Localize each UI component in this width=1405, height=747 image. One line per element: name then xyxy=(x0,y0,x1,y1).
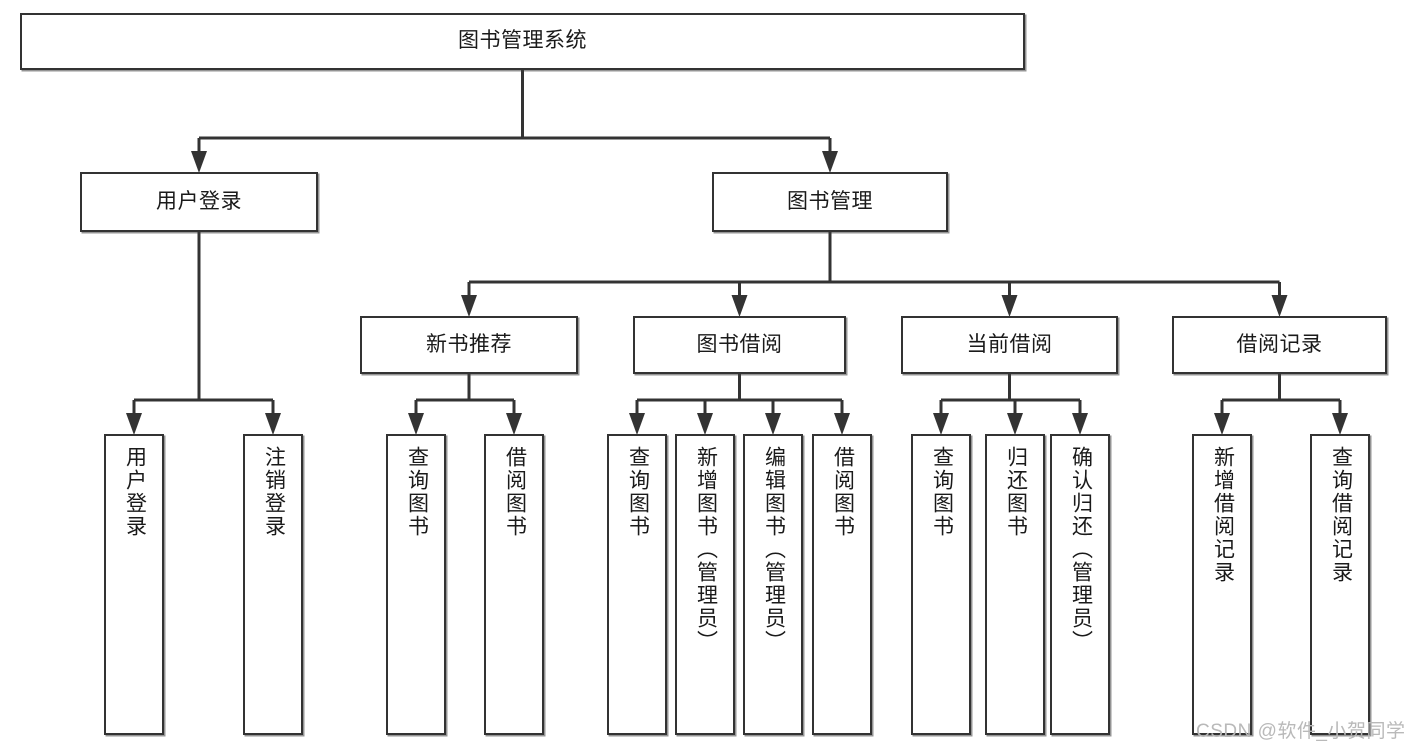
node-label: 借阅图书 xyxy=(503,446,527,538)
node-leaf-logout[interactable]: 注销登录 xyxy=(243,434,303,735)
node-new-book-rec[interactable]: 新书推荐 xyxy=(360,316,578,374)
node-label: 确认归还（管理员） xyxy=(1069,446,1093,653)
node-label: 查询图书 xyxy=(405,446,429,538)
node-label: 注销登录 xyxy=(262,446,286,538)
node-label: 借阅图书 xyxy=(831,446,855,538)
node-leaf-query-book-1[interactable]: 查询图书 xyxy=(386,434,446,735)
node-label: 新增借阅记录 xyxy=(1211,446,1235,584)
node-label: 图书管理系统 xyxy=(458,29,587,53)
node-leaf-confirm-return[interactable]: 确认归还（管理员） xyxy=(1050,434,1110,735)
node-borrow-record[interactable]: 借阅记录 xyxy=(1172,316,1387,374)
node-root[interactable]: 图书管理系统 xyxy=(20,13,1025,70)
node-label: 用户登录 xyxy=(156,189,242,213)
node-label: 新书推荐 xyxy=(426,332,512,356)
node-label: 查询图书 xyxy=(930,446,954,538)
node-book-borrow[interactable]: 图书借阅 xyxy=(633,316,846,374)
node-label: 新增图书（管理员） xyxy=(694,446,718,653)
node-leaf-borrow-book-2[interactable]: 借阅图书 xyxy=(812,434,872,735)
node-leaf-borrow-book-1[interactable]: 借阅图书 xyxy=(484,434,544,735)
watermark-text: CSDN @软件_小贺同学 xyxy=(1196,721,1405,742)
node-user-login[interactable]: 用户登录 xyxy=(80,172,318,232)
node-label: 当前借阅 xyxy=(966,332,1053,356)
node-current-borrow[interactable]: 当前借阅 xyxy=(901,316,1118,374)
node-label: 图书借阅 xyxy=(696,332,783,356)
node-leaf-add-book[interactable]: 新增图书（管理员） xyxy=(675,434,735,735)
node-leaf-edit-book[interactable]: 编辑图书（管理员） xyxy=(743,434,803,735)
node-label: 图书管理 xyxy=(787,189,873,213)
node-leaf-query-record[interactable]: 查询借阅记录 xyxy=(1310,434,1370,735)
node-label: 用户登录 xyxy=(123,446,147,538)
node-leaf-return-book[interactable]: 归还图书 xyxy=(985,434,1045,735)
node-leaf-query-book-2[interactable]: 查询图书 xyxy=(607,434,667,735)
node-label: 归还图书 xyxy=(1004,446,1028,538)
node-label: 查询借阅记录 xyxy=(1329,446,1353,584)
node-leaf-add-record[interactable]: 新增借阅记录 xyxy=(1192,434,1252,735)
node-book-manage[interactable]: 图书管理 xyxy=(712,172,948,232)
node-label: 查询图书 xyxy=(626,446,650,538)
node-label: 编辑图书（管理员） xyxy=(762,446,786,653)
node-label: 借阅记录 xyxy=(1236,332,1323,356)
node-leaf-user-login[interactable]: 用户登录 xyxy=(104,434,164,735)
node-leaf-query-book-3[interactable]: 查询图书 xyxy=(911,434,971,735)
